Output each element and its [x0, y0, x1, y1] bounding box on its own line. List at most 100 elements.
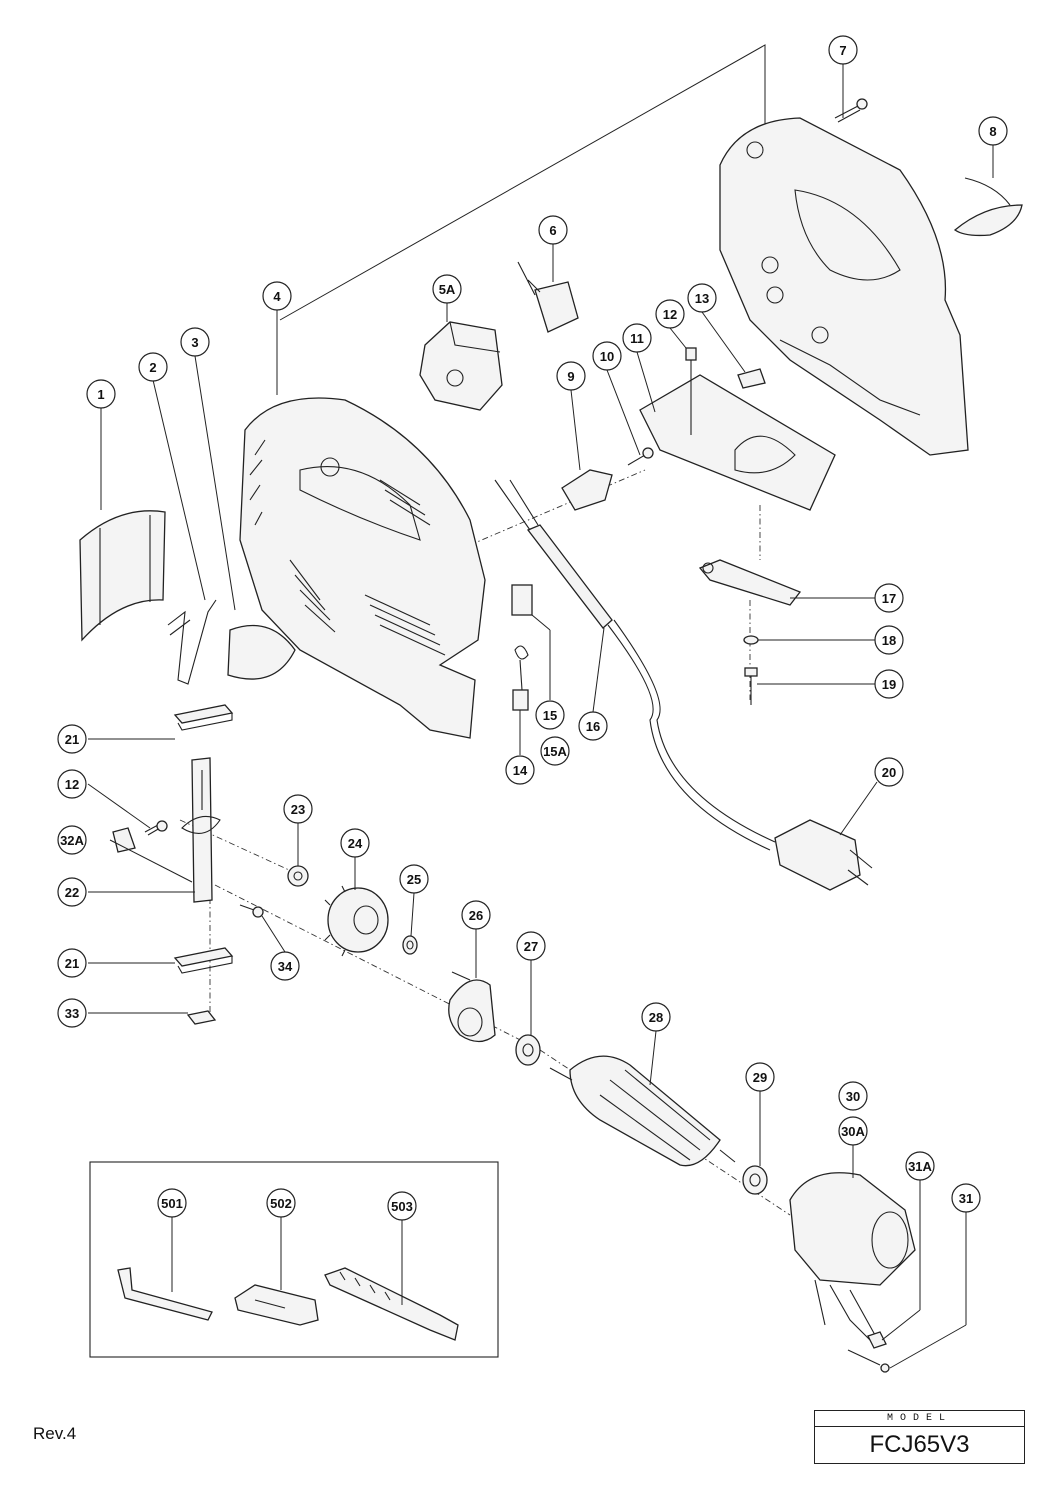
svg-text:12: 12: [65, 777, 79, 792]
svg-text:6: 6: [549, 223, 556, 238]
part-23-roller: [287, 865, 309, 887]
svg-text:5A: 5A: [439, 282, 456, 297]
part-32a-clamp: [112, 827, 136, 853]
callout-18: 18: [874, 625, 904, 655]
part-20-cord-plug: [607, 619, 873, 891]
callout-25: 25: [399, 864, 429, 894]
callout-leaders: [87, 64, 994, 1369]
svg-text:502: 502: [270, 1196, 292, 1211]
svg-text:15: 15: [543, 708, 557, 723]
svg-text:17: 17: [882, 591, 896, 606]
callout-11: 11: [622, 323, 652, 353]
part-21-guide-lower: [173, 947, 234, 974]
part-11-base-plate: [639, 374, 836, 511]
callout-30A: 30A: [838, 1116, 868, 1146]
part-31-terminal: [847, 1349, 890, 1373]
part-2-spring-clip: [167, 599, 217, 685]
svg-text:28: 28: [649, 1010, 663, 1025]
svg-text:9: 9: [567, 369, 574, 384]
svg-text:25: 25: [407, 872, 421, 887]
model-box: MODEL FCJ65V3: [814, 1410, 1025, 1464]
svg-text:21: 21: [65, 956, 79, 971]
svg-text:27: 27: [524, 939, 538, 954]
part-3-dust-cover: [227, 624, 296, 680]
part-29-ball-bearing: [742, 1165, 768, 1195]
callout-12-lower: 12: [57, 769, 87, 799]
callout-15A: 15A: [540, 736, 570, 766]
part-18-washer: [743, 635, 759, 645]
part-9-bracket: [561, 469, 613, 511]
svg-text:14: 14: [513, 763, 528, 778]
svg-text:26: 26: [469, 908, 483, 923]
part-6-capacitor: [517, 261, 579, 333]
callout-31A: 31A: [905, 1151, 935, 1181]
callout-13: 13: [687, 283, 717, 313]
callout-20: 20: [874, 757, 904, 787]
callout-1: 1: [86, 379, 116, 409]
callout-34: 34: [270, 951, 300, 981]
callout-12-upper: 12: [655, 299, 685, 329]
model-label: MODEL: [815, 1411, 1024, 1427]
svg-text:3: 3: [191, 335, 198, 350]
svg-text:7: 7: [839, 43, 846, 58]
part-28-armature: [549, 1055, 736, 1167]
svg-text:34: 34: [278, 959, 293, 974]
svg-text:18: 18: [882, 633, 896, 648]
part-34-screw: [239, 904, 264, 918]
svg-text:13: 13: [695, 291, 709, 306]
callout-23: 23: [283, 794, 313, 824]
svg-text:19: 19: [882, 677, 896, 692]
callout-24: 24: [340, 828, 370, 858]
callout-26: 26: [461, 900, 491, 930]
svg-text:10: 10: [600, 349, 614, 364]
callout-502: 502: [266, 1188, 296, 1218]
callout-19: 19: [874, 669, 904, 699]
part-22-plunger: [181, 757, 221, 903]
svg-text:31: 31: [959, 1191, 973, 1206]
part-8-dust-cover: [953, 177, 1023, 237]
callout-16: 16: [578, 711, 608, 741]
part-25-washer: [402, 935, 418, 955]
callout-503: 503: [387, 1191, 417, 1221]
callout-17: 17: [874, 583, 904, 613]
svg-text:12: 12: [663, 307, 677, 322]
part-4-housing: [239, 397, 486, 739]
part-26-bearing-holder: [448, 971, 496, 1043]
callout-5A: 5A: [432, 274, 462, 304]
callout-14: 14: [505, 755, 535, 785]
part-7-screw: [834, 98, 868, 123]
part-10-screw: [627, 447, 654, 466]
svg-text:15A: 15A: [543, 744, 567, 759]
svg-text:4: 4: [273, 289, 281, 304]
svg-text:33: 33: [65, 1006, 79, 1021]
part-12-screw-lower: [144, 820, 168, 836]
callout-9: 9: [556, 361, 586, 391]
svg-text:11: 11: [630, 331, 644, 346]
svg-text:24: 24: [348, 836, 363, 851]
callout-8: 8: [978, 116, 1008, 146]
model-value: FCJ65V3: [869, 1431, 970, 1458]
part-31a-terminal: [867, 1331, 887, 1349]
part-24-gear: [324, 885, 389, 957]
accessory-box: [89, 1161, 499, 1358]
svg-text:16: 16: [586, 719, 600, 734]
part-21-guide-upper: [173, 704, 234, 731]
callout-31: 31: [951, 1183, 981, 1213]
svg-text:1: 1: [97, 387, 104, 402]
callout-29: 29: [745, 1062, 775, 1092]
part-16-cord-armor: [494, 479, 613, 629]
svg-text:21: 21: [65, 732, 79, 747]
revision-label: Rev.4: [33, 1424, 77, 1443]
callout-21-upper: 21: [57, 724, 87, 754]
housing-right-half: [719, 117, 969, 456]
callout-32A: 32A: [57, 825, 87, 855]
part-14-carbon-brush: [512, 659, 529, 711]
svg-text:8: 8: [989, 124, 996, 139]
part-27-ball-bearing: [515, 1034, 541, 1066]
callout-30: 30: [838, 1081, 868, 1111]
svg-text:30: 30: [846, 1089, 860, 1104]
callout-7: 7: [828, 35, 858, 65]
callout-6: 6: [538, 215, 568, 245]
callout-501: 501: [157, 1188, 187, 1218]
part-30-stator: [789, 1172, 916, 1341]
